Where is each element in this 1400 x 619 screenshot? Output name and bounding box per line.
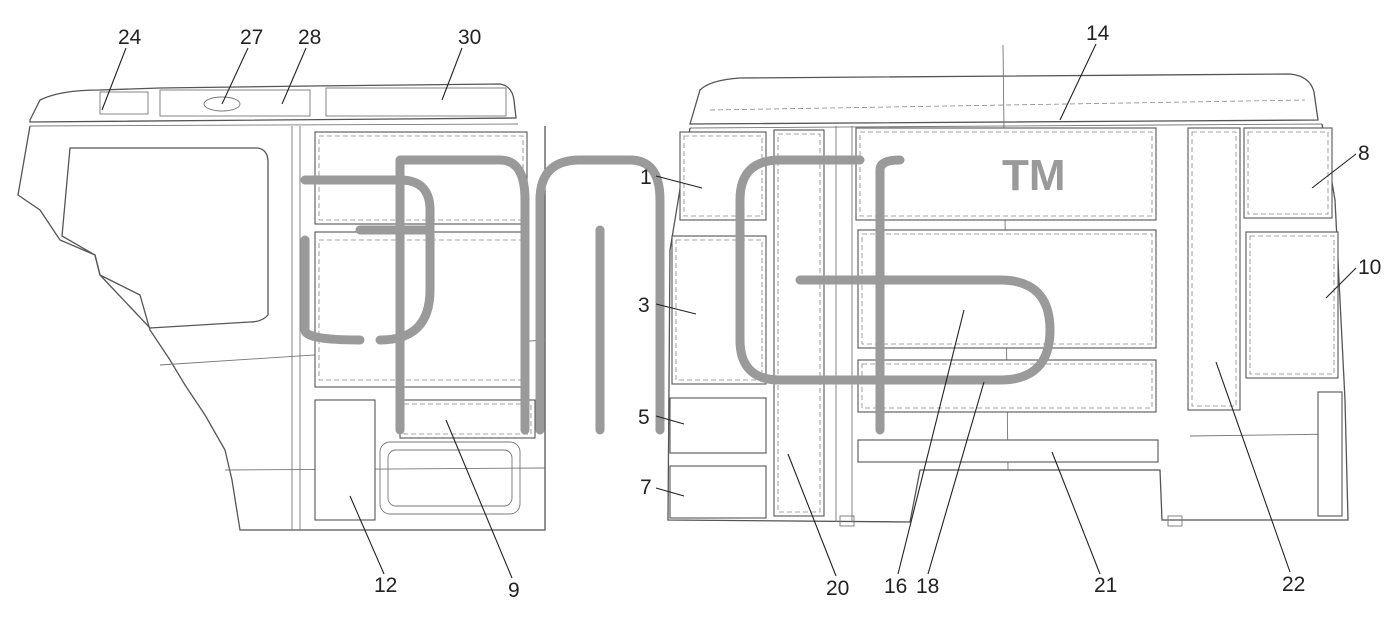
watermark-trademark: TM bbox=[1002, 151, 1066, 200]
panel-3 bbox=[671, 235, 767, 385]
callout-5: 5 bbox=[638, 406, 650, 429]
panel-9 bbox=[399, 399, 536, 439]
watermark-letter-c bbox=[735, 155, 865, 385]
watermark-letter-p bbox=[395, 155, 530, 435]
panel-22 bbox=[1187, 127, 1241, 411]
callout-27: 27 bbox=[240, 26, 263, 49]
cab-side-view bbox=[17, 83, 546, 531]
watermark-letter-s bbox=[795, 155, 1055, 435]
callout-20: 20 bbox=[826, 577, 849, 600]
callout-14: 14 bbox=[1086, 22, 1110, 45]
panel-12 bbox=[314, 399, 376, 521]
panel-18 bbox=[857, 359, 1157, 413]
panel-10 bbox=[1245, 231, 1339, 379]
cab-side-body bbox=[17, 125, 546, 531]
panel-upper-center bbox=[855, 127, 1157, 221]
panel-16 bbox=[857, 229, 1157, 349]
cab-rear-view bbox=[667, 44, 1349, 527]
watermark-letter-p2 bbox=[535, 155, 665, 435]
callout-3: 3 bbox=[638, 294, 650, 317]
callout-24: 24 bbox=[118, 26, 142, 49]
watermark-logo: TM bbox=[300, 151, 1066, 435]
callout-30: 30 bbox=[458, 26, 481, 49]
panel-main bbox=[314, 231, 528, 388]
callout-10: 10 bbox=[1358, 256, 1381, 279]
callout-9: 9 bbox=[508, 579, 520, 602]
callout-22: 22 bbox=[1282, 573, 1305, 596]
callout-numbers: 24 27 28 30 14 8 1 10 3 5 7 12 9 20 16 1… bbox=[118, 22, 1381, 602]
side-window bbox=[61, 147, 269, 329]
cab-side-roof bbox=[29, 83, 517, 123]
panel-20 bbox=[773, 129, 825, 517]
callout-12: 12 bbox=[374, 574, 397, 597]
callout-18: 18 bbox=[916, 575, 939, 598]
cab-rear-roof bbox=[689, 73, 1319, 125]
panel-right-low bbox=[1317, 391, 1343, 517]
panel-1 bbox=[679, 131, 767, 221]
callout-1: 1 bbox=[640, 166, 652, 189]
panel-8 bbox=[1243, 127, 1333, 219]
panel-5 bbox=[669, 397, 767, 454]
callout-28: 28 bbox=[298, 26, 321, 49]
callout-8: 8 bbox=[1358, 142, 1370, 165]
cab-rear-body bbox=[667, 123, 1349, 523]
leader-lines bbox=[101, 43, 1357, 579]
callout-16: 16 bbox=[884, 575, 907, 598]
callout-7: 7 bbox=[640, 476, 652, 499]
panel-21 bbox=[857, 439, 1159, 463]
panel-7 bbox=[669, 465, 767, 519]
callout-21: 21 bbox=[1094, 574, 1117, 597]
watermark-letter-e bbox=[300, 175, 435, 345]
